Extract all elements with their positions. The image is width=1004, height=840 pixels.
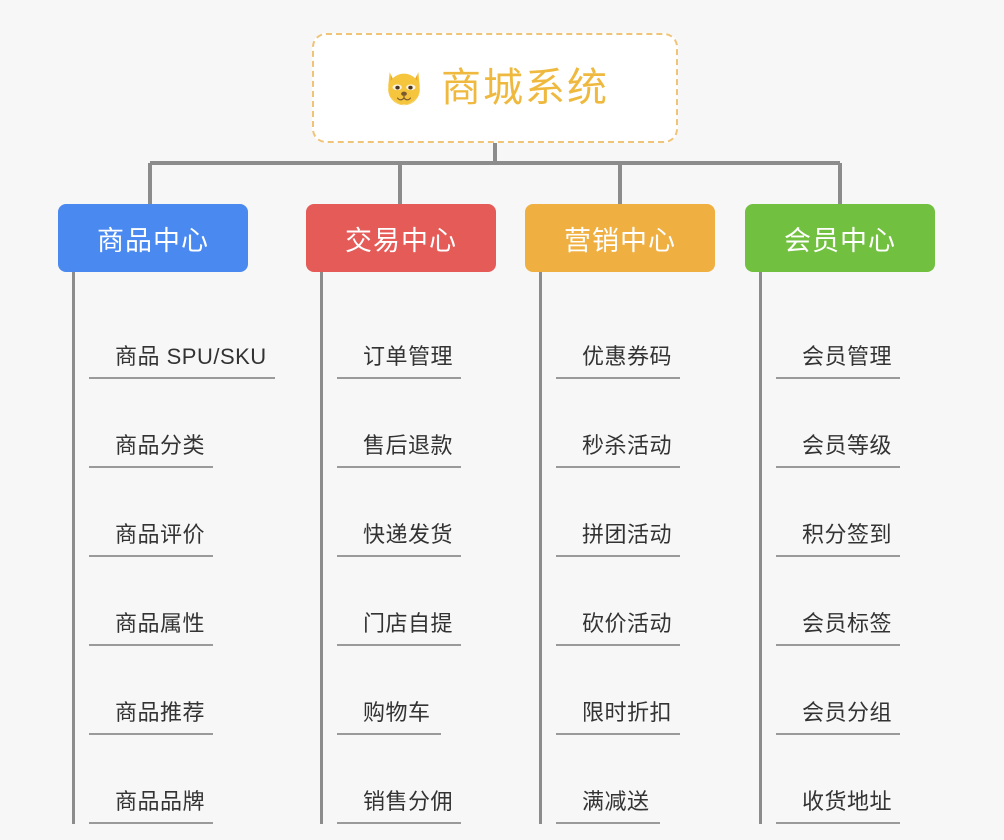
leaf-label: 商品分类 — [115, 432, 206, 458]
leaf-label: 会员分组 — [802, 699, 893, 725]
leaf-underline — [776, 644, 900, 646]
root-node[interactable]: 商城系统 — [312, 33, 678, 143]
leaf-item[interactable]: 销售分佣 — [337, 735, 496, 824]
leaf-label: 销售分佣 — [363, 788, 454, 814]
leaf-item[interactable]: 快递发货 — [337, 468, 496, 557]
leaf-underline — [776, 555, 900, 557]
leaf-label: 拼团活动 — [582, 521, 673, 547]
leaf-label: 会员管理 — [802, 343, 893, 369]
leaf-underline — [776, 822, 900, 824]
leaf-underline — [556, 733, 680, 735]
leaf-underline — [89, 377, 275, 379]
leaf-label: 购物车 — [363, 699, 431, 725]
leaf-item[interactable]: 会员管理 — [776, 290, 935, 379]
leaf-label: 售后退款 — [363, 432, 454, 458]
leaf-item[interactable]: 砍价活动 — [556, 557, 715, 646]
leaf-item[interactable]: 限时折扣 — [556, 646, 715, 735]
leaf-label: 门店自提 — [363, 610, 454, 636]
leaf-item[interactable]: 收货地址 — [776, 735, 935, 824]
leaf-item[interactable]: 满减送 — [556, 735, 715, 824]
leaf-underline — [556, 466, 680, 468]
leaf-underline — [337, 377, 461, 379]
leaf-label: 商品属性 — [115, 610, 206, 636]
category-header-3[interactable]: 会员中心 — [745, 204, 935, 272]
category-header-0[interactable]: 商品中心 — [58, 204, 248, 272]
leaf-label: 满减送 — [582, 788, 650, 814]
leaf-label: 优惠券码 — [582, 343, 673, 369]
leaf-item[interactable]: 商品分类 — [89, 379, 248, 468]
category-column-交易中心: 交易中心 订单管理 售后退款 快递发货 门店自提 — [306, 204, 496, 824]
leaf-underline — [337, 822, 461, 824]
category-label: 营销中心 — [564, 225, 676, 256]
leaf-label: 商品 SPU/SKU — [115, 343, 267, 369]
leaf-underline — [556, 822, 660, 824]
leaf-label: 商品品牌 — [115, 788, 206, 814]
leaf-list-3: 会员管理 会员等级 积分签到 会员标签 会员分组 — [759, 272, 935, 824]
leaf-label: 快递发货 — [363, 521, 454, 547]
leaf-item[interactable]: 商品评价 — [89, 468, 248, 557]
leaf-underline — [89, 822, 213, 824]
category-header-2[interactable]: 营销中心 — [525, 204, 715, 272]
leaf-label: 订单管理 — [363, 343, 454, 369]
leaf-label: 积分签到 — [802, 521, 893, 547]
leaf-item[interactable]: 订单管理 — [337, 290, 496, 379]
leaf-item[interactable]: 门店自提 — [337, 557, 496, 646]
leaf-list-1: 订单管理 售后退款 快递发货 门店自提 购物车 — [320, 272, 496, 824]
leaf-label: 商品推荐 — [115, 699, 206, 725]
category-column-会员中心: 会员中心 会员管理 会员等级 积分签到 会员标签 — [745, 204, 935, 824]
leaf-item[interactable]: 购物车 — [337, 646, 496, 735]
leaf-underline — [556, 644, 680, 646]
leaf-item[interactable]: 售后退款 — [337, 379, 496, 468]
category-label: 会员中心 — [784, 225, 896, 256]
leaf-item[interactable]: 拼团活动 — [556, 468, 715, 557]
leaf-list-0: 商品 SPU/SKU 商品分类 商品评价 商品属性 商品推荐 — [72, 272, 275, 824]
leaf-item[interactable]: 积分签到 — [776, 468, 935, 557]
leaf-item[interactable]: 优惠券码 — [556, 290, 715, 379]
leaf-label: 限时折扣 — [582, 699, 673, 725]
category-label: 交易中心 — [345, 225, 457, 256]
leaf-underline — [556, 555, 680, 557]
leaf-underline — [776, 466, 900, 468]
leaf-item[interactable]: 会员等级 — [776, 379, 935, 468]
leaf-item[interactable]: 商品推荐 — [89, 646, 248, 735]
leaf-underline — [337, 466, 461, 468]
shiba-dog-face-icon — [388, 72, 420, 107]
leaf-underline — [89, 555, 213, 557]
category-column-商品中心: 商品中心 商品 SPU/SKU 商品分类 商品评价 商品属性 — [58, 204, 275, 824]
leaf-label: 商品评价 — [115, 521, 206, 547]
category-column-营销中心: 营销中心 优惠券码 秒杀活动 拼团活动 砍价活动 — [525, 204, 715, 824]
leaf-underline — [556, 377, 680, 379]
leaf-label: 收货地址 — [802, 788, 893, 814]
leaf-underline — [89, 733, 213, 735]
leaf-underline — [337, 644, 461, 646]
leaf-item[interactable]: 商品品牌 — [89, 735, 248, 824]
leaf-underline — [337, 733, 441, 735]
leaf-item[interactable]: 会员标签 — [776, 557, 935, 646]
leaf-item[interactable]: 商品属性 — [89, 557, 248, 646]
root-title: 商城系统 — [441, 66, 609, 110]
leaf-label: 会员标签 — [802, 610, 893, 636]
category-label: 商品中心 — [97, 225, 209, 256]
leaf-underline — [337, 555, 461, 557]
leaf-item[interactable]: 秒杀活动 — [556, 379, 715, 468]
leaf-underline — [89, 466, 213, 468]
category-header-1[interactable]: 交易中心 — [306, 204, 496, 272]
leaf-item[interactable]: 商品 SPU/SKU — [89, 290, 275, 379]
leaf-underline — [776, 733, 900, 735]
leaf-list-2: 优惠券码 秒杀活动 拼团活动 砍价活动 限时折扣 — [539, 272, 715, 824]
leaf-underline — [776, 377, 900, 379]
leaf-underline — [89, 644, 213, 646]
leaf-item[interactable]: 会员分组 — [776, 646, 935, 735]
leaf-label: 秒杀活动 — [582, 432, 673, 458]
leaf-label: 会员等级 — [802, 432, 893, 458]
leaf-label: 砍价活动 — [582, 610, 673, 636]
